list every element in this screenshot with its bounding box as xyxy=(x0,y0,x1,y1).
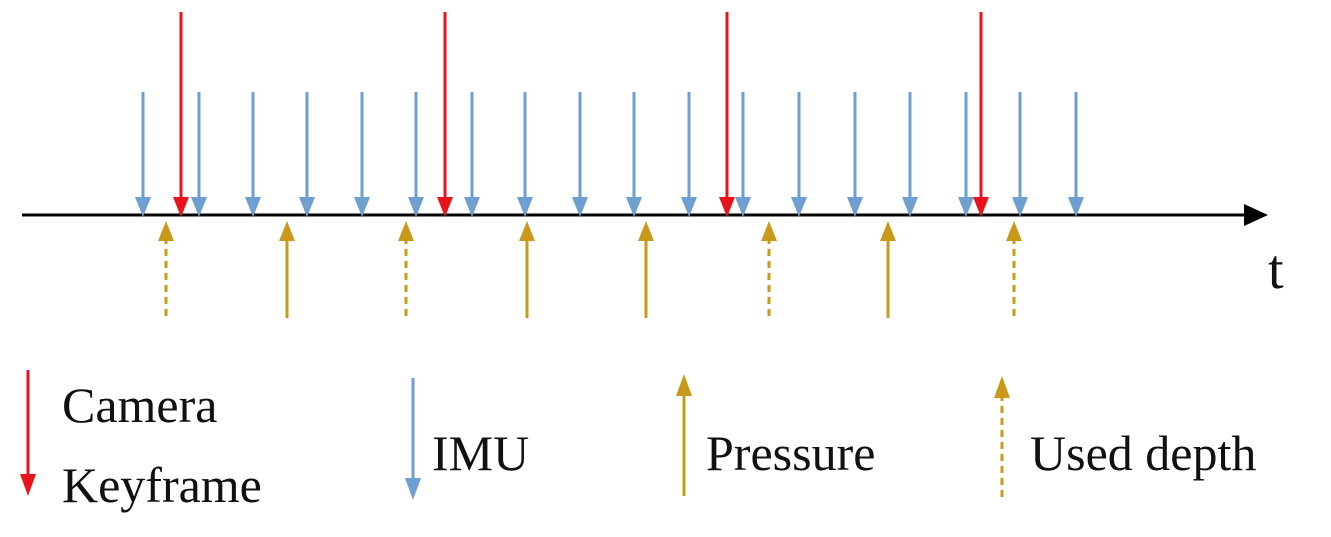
imu-arrow-3 xyxy=(245,92,261,217)
imu-arrow-15 xyxy=(902,92,918,217)
used-depth-arrow-3 xyxy=(761,221,777,318)
gold-dashed-up-arrow-icon xyxy=(994,376,1010,498)
imu-arrow-18 xyxy=(1068,92,1084,217)
time-axis-arrowhead xyxy=(1244,204,1268,226)
pressure-arrow-group xyxy=(279,221,896,318)
pressure-arrow-3 xyxy=(638,221,654,318)
imu-arrow-11 xyxy=(681,92,697,217)
imu-arrow-17 xyxy=(1012,92,1028,217)
imu-arrow-16 xyxy=(958,92,974,217)
used-depth-arrow-group xyxy=(158,221,1022,318)
pressure-arrow-4 xyxy=(880,221,896,318)
imu-arrow-group xyxy=(135,92,1084,217)
imu-arrow-1 xyxy=(135,92,151,217)
pressure-arrow-2 xyxy=(519,221,535,318)
camera-keyframe-arrow-3 xyxy=(719,12,735,217)
time-axis-label: t xyxy=(1268,239,1284,301)
camera-arrow-group xyxy=(173,12,989,217)
imu-arrow-13 xyxy=(791,92,807,217)
imu-arrow-2 xyxy=(191,92,207,217)
used-depth-arrow-1 xyxy=(158,221,174,318)
legend-pressure-label: Pressure xyxy=(706,425,875,481)
used-depth-arrow-2 xyxy=(398,221,414,318)
red-down-arrow-icon xyxy=(20,370,36,496)
legend-used-depth-label: Used depth xyxy=(1030,425,1256,481)
legend-camera-label-line1: Camera xyxy=(62,377,217,433)
pressure-arrow-1 xyxy=(279,221,295,318)
imu-arrow-7 xyxy=(464,92,480,217)
legend-pressure: Pressure xyxy=(676,374,875,496)
imu-arrow-8 xyxy=(517,92,533,217)
legend-imu: IMU xyxy=(405,378,529,500)
imu-arrow-14 xyxy=(847,92,863,217)
camera-keyframe-arrow-2 xyxy=(437,12,453,217)
legend-used-depth: Used depth xyxy=(994,376,1256,498)
legend-camera-label-line2: Keyframe xyxy=(62,457,262,513)
camera-keyframe-arrow-1 xyxy=(173,12,189,217)
imu-arrow-4 xyxy=(299,92,315,217)
blue-down-arrow-icon xyxy=(405,378,421,500)
imu-arrow-10 xyxy=(626,92,642,217)
imu-arrow-12 xyxy=(735,92,751,217)
imu-arrow-6 xyxy=(408,92,424,217)
camera-keyframe-arrow-4 xyxy=(973,12,989,217)
legend-camera: Camera Keyframe xyxy=(20,370,262,513)
legend-imu-label: IMU xyxy=(432,425,529,481)
imu-arrow-5 xyxy=(354,92,370,217)
used-depth-arrow-4 xyxy=(1006,221,1022,318)
gold-up-arrow-icon xyxy=(676,374,692,496)
imu-arrow-9 xyxy=(572,92,588,217)
